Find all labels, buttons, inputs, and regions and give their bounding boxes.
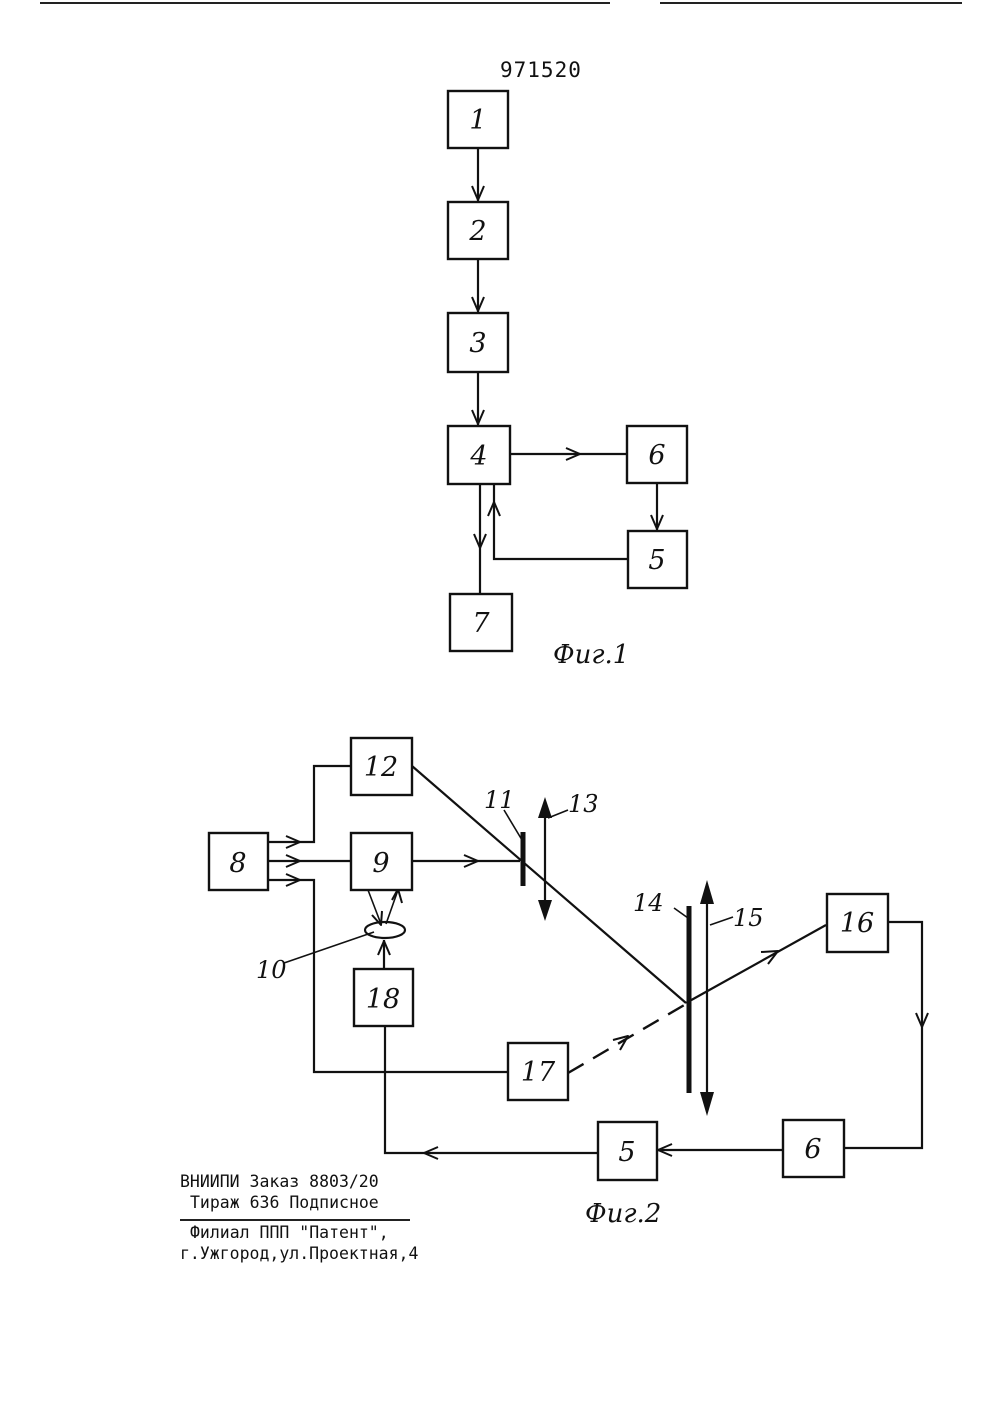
figure-2-caption: Фиг.2 <box>585 1199 661 1229</box>
imprint-line-2: Тираж 636 Подписное <box>190 1193 379 1212</box>
reference-label-15: 15 <box>733 904 764 932</box>
lens-13 <box>538 797 552 921</box>
block-12: 12 <box>351 738 412 795</box>
block-label: 3 <box>469 328 486 359</box>
block-label: 7 <box>472 608 490 639</box>
document-number: 971520 <box>500 58 582 82</box>
block-label: 5 <box>618 1137 635 1168</box>
block-9: 9 <box>351 833 412 890</box>
block-7: 7 <box>450 594 512 651</box>
block-3: 3 <box>448 313 508 372</box>
reference-label-11: 11 <box>484 786 515 814</box>
block-17: 17 <box>508 1043 568 1100</box>
block-5-fig2: 5 <box>598 1122 657 1180</box>
figure-2-connectors <box>268 766 928 1159</box>
block-1: 1 <box>448 91 508 148</box>
block-8: 8 <box>209 833 268 890</box>
block-6-fig2: 6 <box>783 1120 844 1177</box>
imprint-line-4: г.Ужгород,ул.Проектная,4 <box>180 1244 418 1263</box>
block-label: 5 <box>648 545 665 576</box>
imprint-line-1: ВНИИПИ Заказ 8803/20 <box>180 1172 379 1191</box>
block-label: 4 <box>469 441 487 472</box>
block-label: 2 <box>468 216 486 247</box>
figure-1: 1 2 3 4 6 5 7 Фиг.1 <box>448 91 687 670</box>
lens-15 <box>700 880 714 1116</box>
block-label: 16 <box>840 908 874 939</box>
block-label: 18 <box>366 984 400 1015</box>
block-4: 4 <box>448 426 510 484</box>
block-2: 2 <box>448 202 508 259</box>
block-label: 6 <box>804 1134 821 1165</box>
block-label: 12 <box>364 752 398 783</box>
block-5: 5 <box>628 531 687 588</box>
block-label: 6 <box>648 440 665 471</box>
imprint-line-3: Филиал ППП "Патент", <box>190 1223 389 1242</box>
block-6: 6 <box>627 426 687 483</box>
publisher-imprint: ВНИИПИ Заказ 8803/20 Тираж 636 Подписное… <box>180 1172 418 1263</box>
block-label: 9 <box>372 848 389 879</box>
figure-2: 8 12 9 18 17 16 6 5 10 <box>209 738 928 1229</box>
element-10 <box>365 922 405 938</box>
block-label: 1 <box>469 105 486 136</box>
block-16: 16 <box>827 894 888 952</box>
reference-label-10: 10 <box>256 956 287 984</box>
block-18: 18 <box>354 969 413 1026</box>
block-label: 8 <box>229 848 246 879</box>
reference-label-14: 14 <box>633 889 664 917</box>
figure-1-caption: Фиг.1 <box>553 640 629 670</box>
reference-label-13: 13 <box>568 790 599 818</box>
block-label: 17 <box>521 1057 556 1088</box>
